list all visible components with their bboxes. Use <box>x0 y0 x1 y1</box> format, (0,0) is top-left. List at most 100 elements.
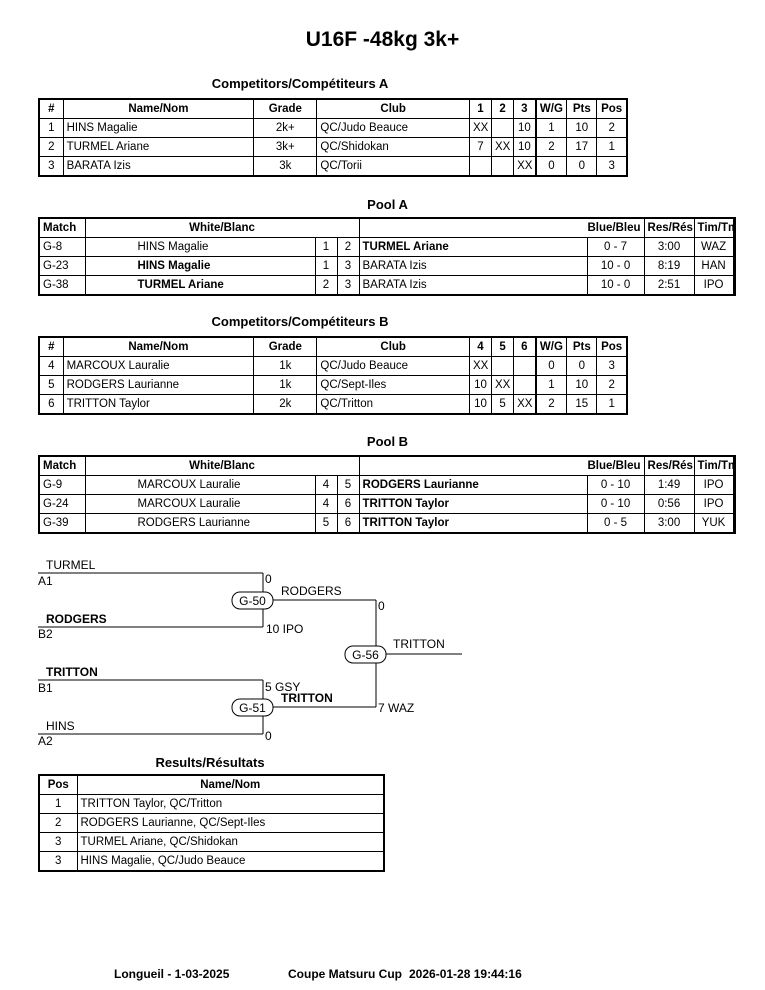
white-number: 1 <box>314 237 338 257</box>
wins-count: 0 <box>534 156 568 177</box>
result-name: TURMEL Ariane, QC/Shidokan <box>76 832 385 852</box>
white-competitor: TURMEL Ariane <box>84 275 316 296</box>
competitor-grade: 1k <box>253 375 318 395</box>
header-num: # <box>38 98 64 119</box>
header-r1: 1 <box>468 98 493 119</box>
sf1-top-score: 0 <box>265 572 272 586</box>
white-competitor: RODGERS Laurianne <box>84 513 316 534</box>
win-code: IPO <box>693 475 734 495</box>
match-result: 0 - 5 <box>586 513 645 534</box>
competitor-name: MARCOUX Lauralie <box>62 356 255 376</box>
competitor-grade: 1k <box>253 356 318 376</box>
bout-score: XX <box>490 137 515 157</box>
blue-competitor: TRITTON Taylor <box>358 513 588 534</box>
header-white: White/Blanc <box>84 455 360 476</box>
blue-number: 5 <box>336 475 360 495</box>
final-position: 3 <box>596 156 628 177</box>
match-time: 0:56 <box>643 494 695 514</box>
header-r2: 5 <box>490 336 515 357</box>
match-id: G-38 <box>38 275 86 296</box>
blue-number: 2 <box>336 237 360 257</box>
competitor-club: QC/Shidokan <box>316 137 470 157</box>
header-r3: 3 <box>513 98 537 119</box>
bout-score: 7 <box>468 137 493 157</box>
final-bot-score: 7 WAZ <box>378 701 414 715</box>
header-wg: W/G <box>534 98 568 119</box>
header-r1: 4 <box>468 336 493 357</box>
points-total: 0 <box>566 156 598 177</box>
header-white: White/Blanc <box>84 217 360 238</box>
header-time: Tim/Tmp <box>693 217 734 238</box>
competitor-number: 6 <box>38 394 64 415</box>
header-grade: Grade <box>253 336 318 357</box>
header-result: Res/Rés <box>643 217 695 238</box>
result-name: RODGERS Laurianne, QC/Sept-Iles <box>76 813 385 833</box>
final-position: 3 <box>596 356 628 376</box>
points-total: 10 <box>566 118 598 138</box>
bout-score <box>490 356 515 376</box>
white-competitor: HINS Magalie <box>84 237 316 257</box>
blue-number: 3 <box>336 275 360 296</box>
header-code: Code <box>732 455 736 476</box>
page-title: U16F -48kg 3k+ <box>305 28 460 51</box>
competitor-club: QC/Tritton <box>316 394 470 415</box>
result-position: 3 <box>38 832 78 852</box>
white-number: 2 <box>314 275 338 296</box>
match-id: G-8 <box>38 237 86 257</box>
blue-competitor: BARATA Izis <box>358 275 588 296</box>
sf2-top-seed: B1 <box>38 681 53 695</box>
pool-b-heading: Pool B <box>366 434 409 449</box>
white-number: 4 <box>314 475 338 495</box>
wins-count: 2 <box>534 394 568 415</box>
match-g51-box <box>231 698 274 717</box>
bout-score <box>490 156 515 177</box>
win-code: WAZ <box>693 237 734 257</box>
match-id: G-39 <box>38 513 86 534</box>
match-result: 10 - 0 <box>586 275 645 296</box>
sf1-winner: RODGERS <box>281 584 342 598</box>
bout-score: XX <box>513 156 537 177</box>
competitor-grade: 3k+ <box>253 137 318 157</box>
win-code: YUK <box>693 513 734 534</box>
white-competitor: MARCOUX Lauralie <box>84 494 316 514</box>
pool-a-header-row: MatchWhite/BlancBlue/BleuRes/RésTim/TmpC… <box>38 217 736 238</box>
header-pos: Pos <box>596 336 628 357</box>
footer-location: Longueil - 1-03-2025 <box>114 967 230 981</box>
result-position: 2 <box>38 813 78 833</box>
results-heading: Results/Résultats <box>155 755 265 770</box>
header-blue: Blue/Bleu <box>358 455 645 476</box>
header-pts: Pts <box>566 98 598 119</box>
footer-datetime: 2026-01-28 19:44:16 <box>409 967 522 981</box>
match-result: 10 - 0 <box>586 256 645 276</box>
bout-score: 10 <box>468 394 493 415</box>
bout-score: XX <box>490 375 515 395</box>
blue-competitor: RODGERS Laurianne <box>358 475 588 495</box>
competitor-number: 4 <box>38 356 64 376</box>
match-g50-label: G-50 <box>239 594 266 608</box>
bout-score: XX <box>513 394 537 415</box>
white-number: 5 <box>314 513 338 534</box>
match-result: 0 - 10 <box>586 494 645 514</box>
match-time: 8:19 <box>643 256 695 276</box>
blue-competitor: TRITTON Taylor <box>358 494 588 514</box>
blue-competitor: BARATA Izis <box>358 256 588 276</box>
competitor-club: QC/Judo Beauce <box>316 356 470 376</box>
competitor-name: TRITTON Taylor <box>62 394 255 415</box>
match-g50-box <box>231 591 274 610</box>
competitor-number: 3 <box>38 156 64 177</box>
white-competitor: MARCOUX Lauralie <box>84 475 316 495</box>
header-r2: 2 <box>490 98 515 119</box>
pool-a-table: MatchWhite/BlancBlue/BleuRes/RésTim/TmpC… <box>38 217 736 296</box>
result-name: TRITTON Taylor, QC/Tritton <box>76 794 385 814</box>
